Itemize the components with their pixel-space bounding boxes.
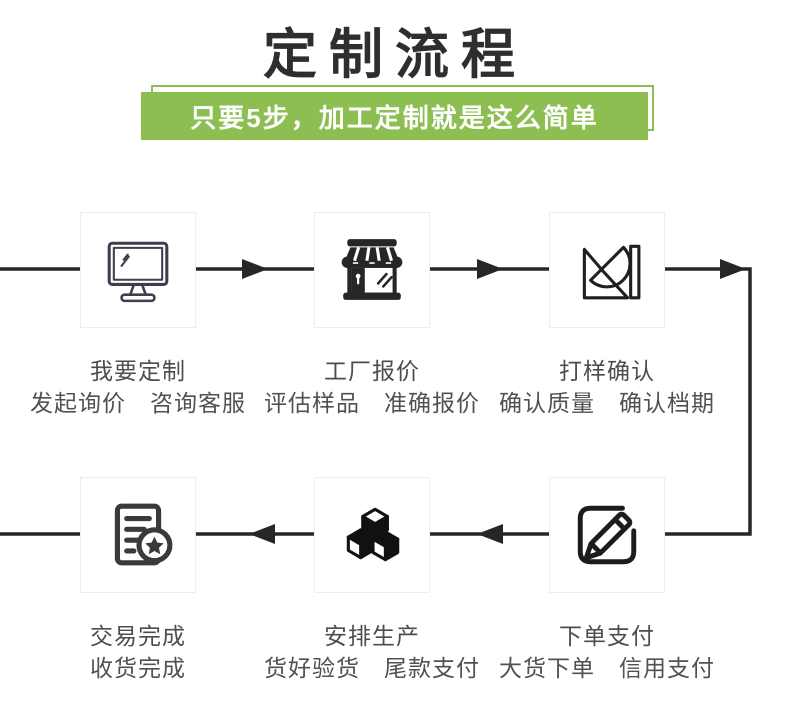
step-4-box (549, 477, 665, 593)
step-title: 安排生产 (324, 623, 420, 649)
arrow-right-icon (242, 259, 268, 279)
step-subtitle: 收货完成 (90, 655, 186, 681)
step-6: 交易完成 收货完成 (0, 477, 278, 683)
step-6-box (80, 477, 196, 593)
receipt-star-icon (114, 503, 173, 566)
step-1-box (80, 212, 196, 328)
banner: 只要5步，加工定制就是这么简单 (141, 85, 654, 140)
step-5: 安排生产 货好验货 尾款支付 (232, 477, 512, 683)
step-3: 打样确认 确认质量 确认档期 (467, 212, 747, 418)
step-2-box (314, 212, 430, 328)
sampling-dish-icon (582, 244, 641, 300)
pencil-edit-icon (577, 505, 637, 565)
step-5-box (314, 477, 430, 593)
step-title: 下单支付 (559, 623, 655, 649)
step-title: 打样确认 (559, 358, 655, 384)
page-title: 定制流程 (263, 25, 527, 85)
step-1: 我要定制 发起询价 咨询客服 (0, 212, 278, 418)
flow-line-corner (664, 267, 752, 536)
step-3-box (549, 212, 665, 328)
step-subtitle: 大货下单 信用支付 (499, 655, 715, 681)
step-4: 下单支付 大货下单 信用支付 (467, 477, 747, 683)
arrow-right-icon (477, 259, 503, 279)
step-2: 工厂报价 评估样品 准确报价 (232, 212, 512, 418)
step-subtitle: 发起询价 咨询客服 (30, 390, 246, 416)
step-title: 交易完成 (90, 623, 186, 649)
step-subtitle: 确认质量 确认档期 (499, 390, 715, 416)
step-title: 工厂报价 (324, 358, 420, 384)
step-subtitle: 评估样品 准确报价 (264, 390, 480, 416)
cubes-icon (346, 507, 400, 562)
monitor-icon (107, 241, 169, 303)
arrow-left-icon (249, 524, 275, 544)
step-subtitle: 货好验货 尾款支付 (264, 655, 480, 681)
arrow-right-icon (720, 259, 746, 279)
arrow-left-icon (477, 524, 503, 544)
step-title: 我要定制 (90, 358, 186, 384)
storefront-icon (341, 239, 403, 300)
banner-text: 只要5步，加工定制就是这么简单 (141, 92, 648, 140)
